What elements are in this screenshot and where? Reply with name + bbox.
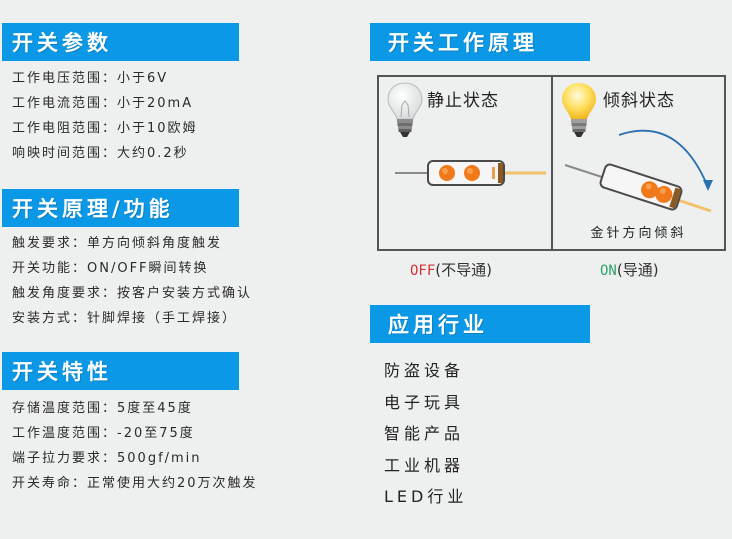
industry-item: 智能产品 — [384, 424, 465, 443]
on-code: ON — [600, 263, 617, 279]
static-state-title: 静止状态 — [427, 91, 499, 111]
industries-list: 防盗设备 电子玩具 智能产品 工业机器 LED行业 — [384, 357, 467, 515]
spec-item: 开关寿命：正常使用大约20万次触发 — [12, 476, 258, 491]
industry-item: LED行业 — [384, 487, 468, 506]
bulb-off-icon — [387, 82, 423, 137]
industry-item: 工业机器 — [384, 455, 465, 475]
off-code: OFF — [410, 263, 436, 279]
industry-item: 防盗设备 — [384, 361, 465, 380]
industries-banner: 应用行业 — [370, 305, 590, 343]
spec-item: 工作电阻范围：小于10欧姆 — [12, 121, 198, 136]
off-state-label: OFF(不导通) — [410, 259, 492, 280]
spec-item: 响映时间范围：大约0.2秒 — [12, 146, 189, 161]
tilt-state-panel: 倾斜状态 金针方向倾斜 — [553, 77, 724, 249]
principle-function-title: 开关原理/功能 — [12, 197, 174, 221]
industry-item: 电子玩具 — [384, 392, 465, 412]
working-principle-title: 开关工作原理 — [388, 31, 538, 55]
industries-title: 应用行业 — [388, 313, 488, 337]
spec-item: 工作温度范围：-20至75度 — [12, 426, 195, 441]
spec-item: 安装方式：针脚焊接（手工焊接） — [12, 311, 238, 326]
characteristics-title: 开关特性 — [12, 360, 112, 384]
bulb-on-icon — [562, 83, 596, 137]
spec-item: 触发要求：单方向倾斜角度触发 — [12, 236, 223, 251]
working-principle-banner: 开关工作原理 — [370, 23, 590, 61]
static-state-panel: 静止状态 — [379, 77, 553, 249]
spec-item: 端子拉力要求：500gf/min — [12, 451, 202, 466]
params-banner: 开关参数 — [2, 23, 239, 61]
on-state-label: ON(导通) — [600, 259, 659, 280]
spec-item: 工作电压范围：小于6V — [12, 71, 169, 86]
tilt-caption: 金针方向倾斜 — [590, 226, 687, 241]
tilt-switch-off-illustration — [395, 160, 546, 186]
spec-item: 工作电流范围：小于20mA — [12, 96, 194, 111]
spec-item: 触发角度要求：按客户安装方式确认 — [12, 286, 253, 301]
characteristics-banner: 开关特性 — [2, 352, 239, 390]
principle-function-banner: 开关原理/功能 — [2, 189, 239, 227]
spec-item: 开关功能：ON/OFF瞬间转换 — [12, 261, 209, 276]
off-text: (不导通) — [435, 261, 493, 279]
spec-item: 存储温度范围：5度至45度 — [12, 401, 193, 416]
principle-diagram: 静止状态 — [377, 75, 726, 251]
tilt-switch-on-illustration — [564, 129, 713, 213]
on-text: (导通) — [616, 261, 659, 279]
characteristics-list: 存储温度范围：5度至45度 工作温度范围：-20至75度 端子拉力要求：500g… — [12, 396, 258, 496]
params-title: 开关参数 — [12, 31, 112, 55]
tilt-state-title: 倾斜状态 — [603, 91, 675, 111]
principle-function-list: 触发要求：单方向倾斜角度触发 开关功能：ON/OFF瞬间转换 触发角度要求：按客… — [12, 231, 252, 331]
params-list: 工作电压范围：小于6V 工作电流范围：小于20mA 工作电阻范围：小于10欧姆 … — [12, 66, 198, 166]
